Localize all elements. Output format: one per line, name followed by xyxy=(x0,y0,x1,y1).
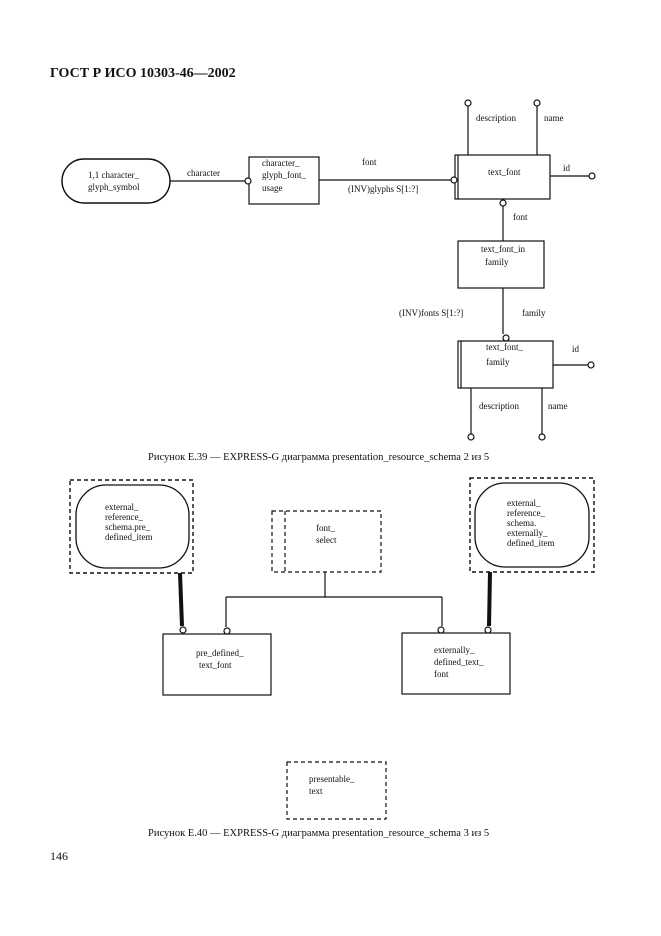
usage-line-2: glyph_font_ xyxy=(262,170,306,180)
figure-39-caption: Рисунок Е.39 — EXPRESS-G диаграмма prese… xyxy=(148,452,490,463)
externally-line-1: externally_ xyxy=(434,645,475,655)
label-font: font xyxy=(362,157,377,167)
ext-right-line-2: reference_ xyxy=(507,508,545,518)
figure-40-caption: Рисунок Е.40 — EXPRESS-G диаграмма prese… xyxy=(148,828,490,839)
presentable-line-2: text xyxy=(309,786,323,796)
glyph-symbol-line-1: 1,1 character_ xyxy=(88,170,139,180)
ext-left-frame xyxy=(69,479,194,574)
ext-right-line-1: external_ xyxy=(507,498,541,508)
ext-right-line-5: defined_item xyxy=(507,538,554,548)
pre-defined-line-1: pre_defined_ xyxy=(196,648,244,658)
label-name-top: name xyxy=(544,113,564,123)
text-font-in-family-node xyxy=(457,240,545,289)
pre-defined-text-font-node xyxy=(162,633,272,696)
in-family-line-1: text_font_in xyxy=(481,244,525,254)
font-select-line-1: font_ xyxy=(316,523,335,533)
page-number: 146 xyxy=(50,849,68,863)
ext-left-line-2: reference_ xyxy=(105,512,143,522)
label-inv-glyphs: (INV)glyphs S[1:?] xyxy=(348,184,418,194)
presentable-line-1: presentable_ xyxy=(309,774,355,784)
pre-defined-line-2: text_font xyxy=(199,660,232,670)
label-id-bottom: id xyxy=(572,344,580,354)
usage-line-3: usage xyxy=(262,183,283,193)
ext-right-line-4: externally_ xyxy=(507,528,548,538)
label-name-bottom: name xyxy=(548,401,568,411)
ext-left-node xyxy=(75,484,190,569)
label-inv-fonts: (INV)fonts S[1:?] xyxy=(399,308,463,318)
label-description-bottom: description xyxy=(479,401,519,411)
ext-right-node xyxy=(474,482,590,568)
text-font-node xyxy=(454,154,551,200)
document-header: ГОСТ Р ИСО 10303-46—2002 xyxy=(50,66,236,81)
label-font-down: font xyxy=(513,212,528,222)
label-id-top: id xyxy=(563,163,571,173)
ext-left-line-3: schema.pre_ xyxy=(105,522,151,532)
label-family: family xyxy=(522,308,546,318)
in-family-line-2: family xyxy=(485,257,509,267)
font-select-line-2: select xyxy=(316,535,337,545)
label-character: character xyxy=(187,168,220,178)
ext-left-line-1: external_ xyxy=(105,502,139,512)
usage-line-1: character_ xyxy=(262,158,300,168)
ext-right-frame xyxy=(469,477,595,573)
ext-right-line-3: schema. xyxy=(507,518,536,528)
family-line-1: text_font_ xyxy=(486,342,523,352)
family-line-2: family xyxy=(486,357,510,367)
externally-line-3: font xyxy=(434,669,449,679)
text-font-label: text_font xyxy=(488,167,521,177)
externally-line-2: defined_text_ xyxy=(434,657,484,667)
presentable-text-node xyxy=(286,761,387,820)
label-description-top: description xyxy=(476,113,516,123)
externally-defined-text-font-node xyxy=(401,632,511,695)
glyph-symbol-node xyxy=(61,158,171,204)
glyph-symbol-line-2: glyph_symbol xyxy=(88,182,140,192)
ext-left-line-4: defined_item xyxy=(105,532,152,542)
font-select-node xyxy=(271,510,382,573)
